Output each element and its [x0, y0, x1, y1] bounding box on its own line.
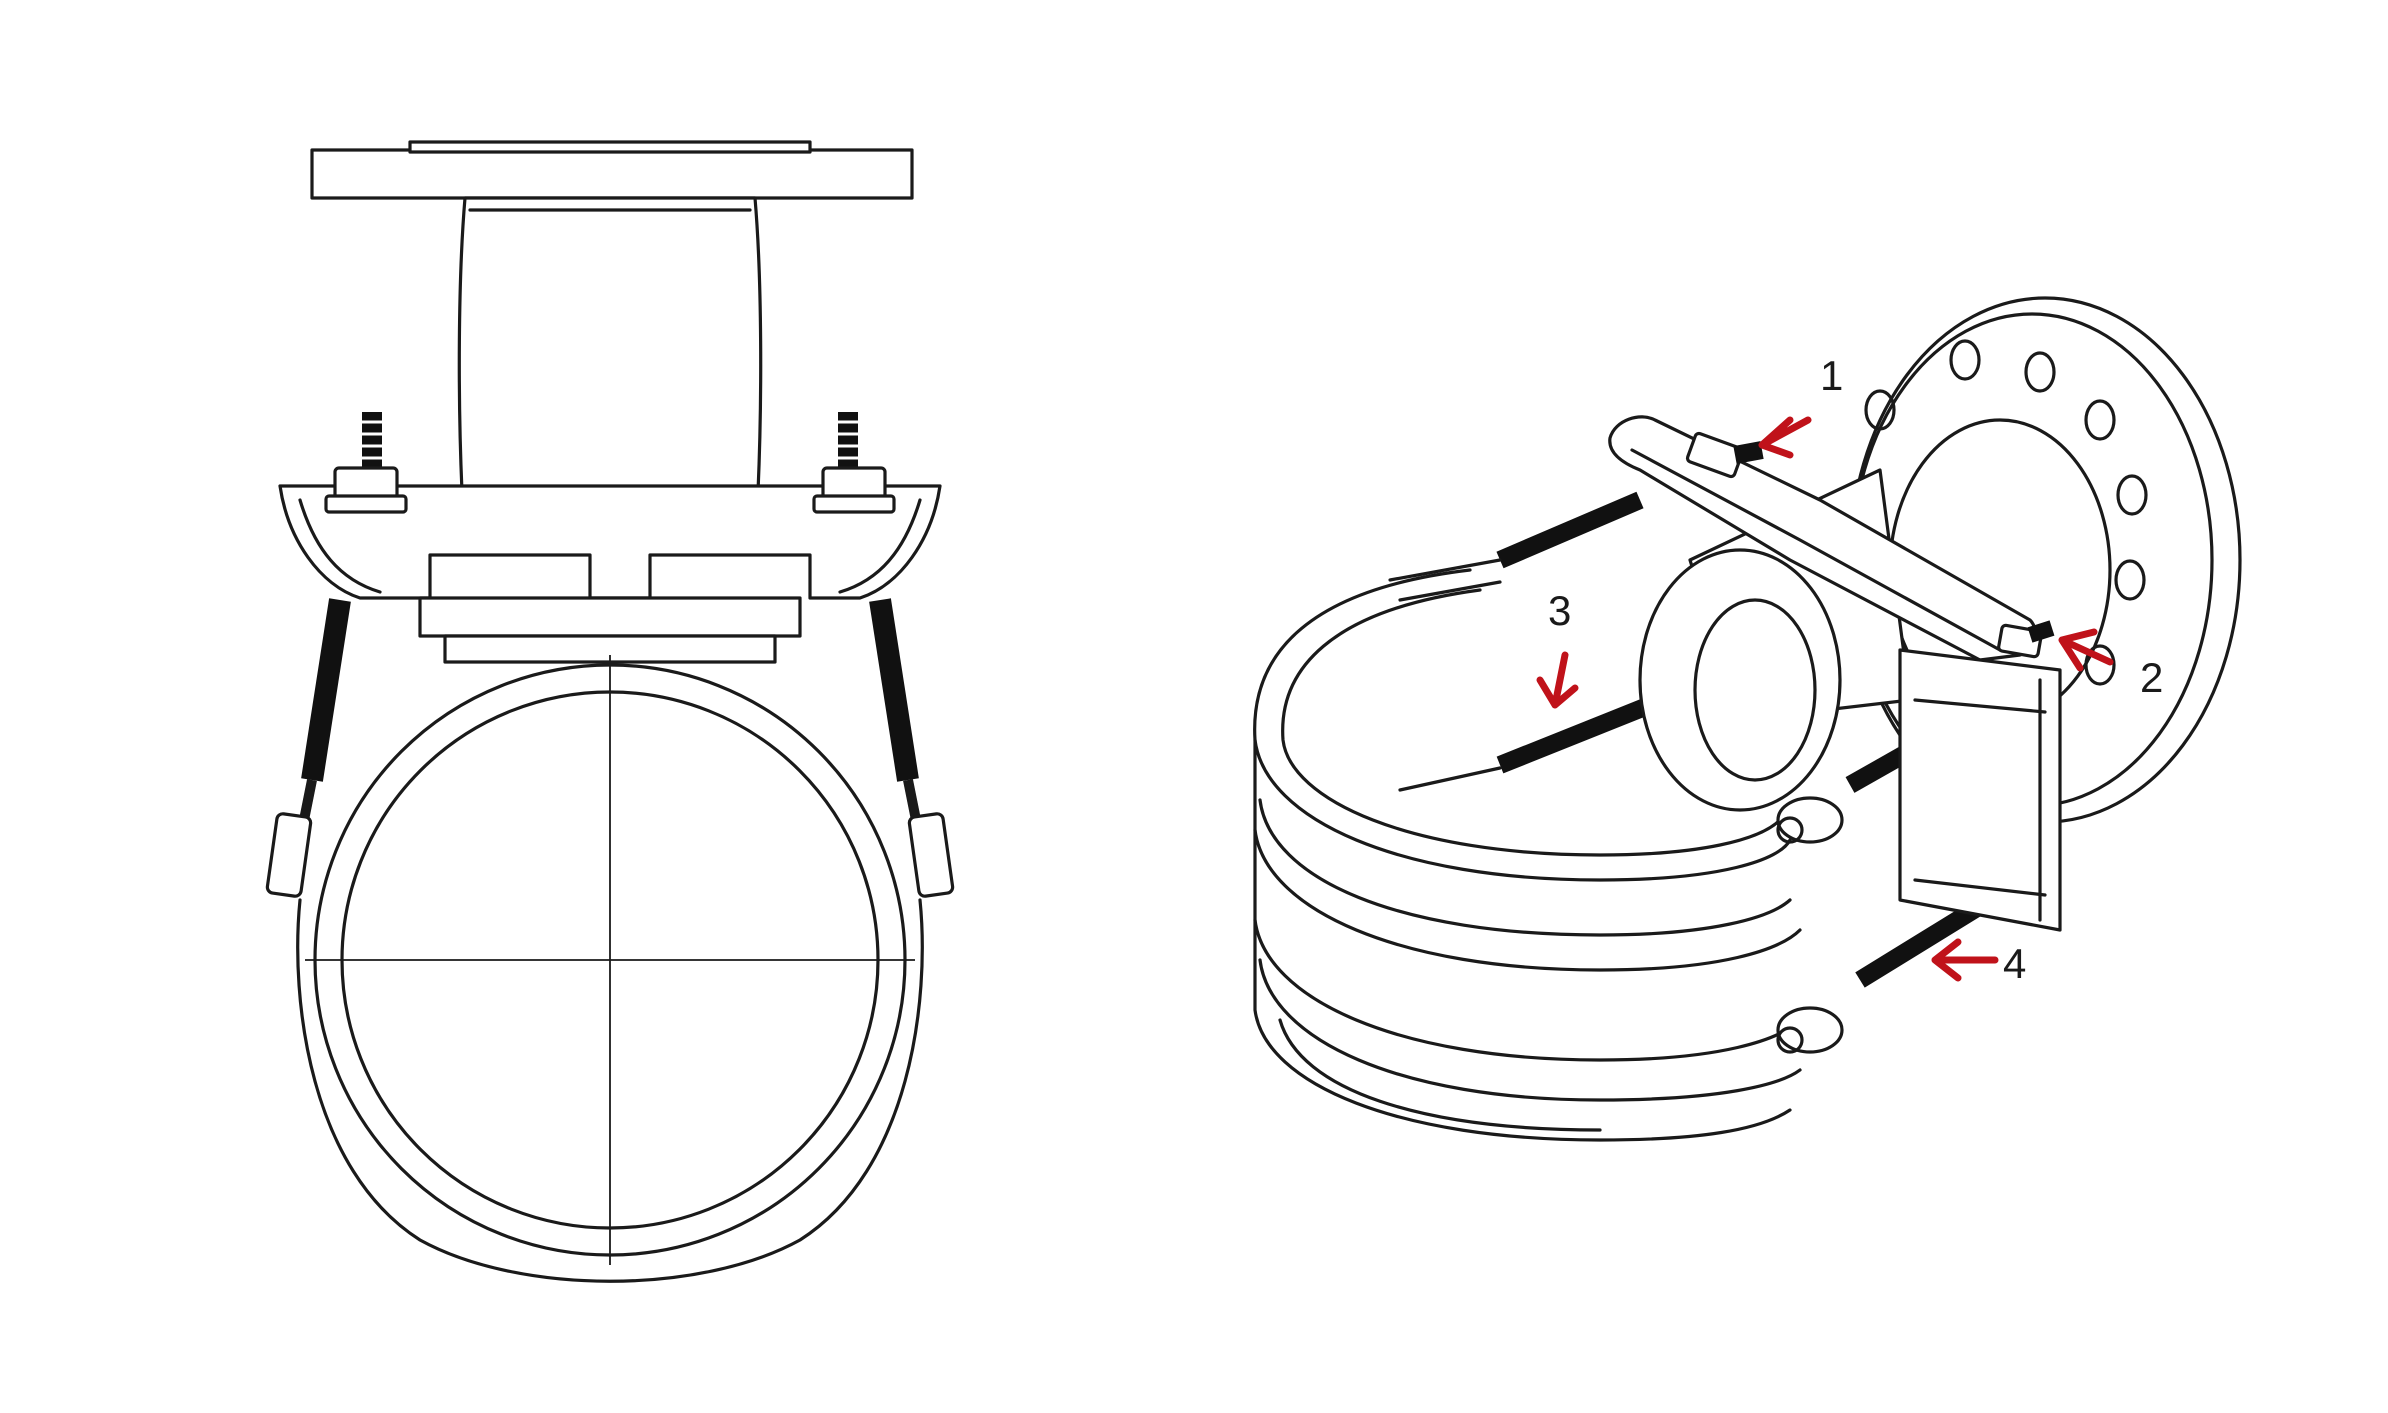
iso-middle-tie-rod: [1496, 696, 1654, 774]
callout-1: 1: [1820, 352, 1843, 399]
iso-arrow-2: [2058, 628, 2114, 672]
callout-4: 4: [2003, 940, 2026, 987]
iso-outlet-ring-inner: [1693, 598, 1817, 782]
front-left-tie-rod: [301, 598, 351, 782]
front-right-clevis: [907, 812, 955, 898]
iso-top-nut: [1685, 431, 1745, 479]
front-gasket-step-2: [443, 634, 777, 664]
callout-2: 2: [2140, 654, 2163, 701]
iso-arrow-4: [1931, 938, 1999, 982]
iso-lower-clevis: [1776, 1006, 1844, 1054]
callout-3: 3: [1548, 587, 1571, 634]
iso-top-stud: [1733, 441, 1764, 464]
front-strap-band: [296, 898, 924, 1283]
iso-arrow-1: [1758, 416, 1812, 459]
front-left-clevis: [265, 812, 313, 898]
isometric-view-saddle-clamp: 1 2 3 4: [1253, 296, 2242, 1142]
front-flange-plate: [310, 148, 914, 200]
front-right-tie-rod: [869, 598, 919, 782]
iso-right-stud: [2027, 620, 2055, 643]
front-view-saddle-clamp: [265, 140, 955, 1283]
front-gasket-step-1: [418, 596, 802, 638]
iso-upper-tie-rod: [1496, 491, 1644, 569]
front-outlet-neck: [457, 196, 763, 494]
iso-bracket-plates: [1898, 648, 2062, 932]
iso-upper-clevis: [1776, 796, 1844, 844]
front-flange-raised-face: [408, 140, 812, 154]
iso-arrow-3: [1536, 651, 1579, 709]
iso-strap-bands: [1253, 568, 1802, 1142]
